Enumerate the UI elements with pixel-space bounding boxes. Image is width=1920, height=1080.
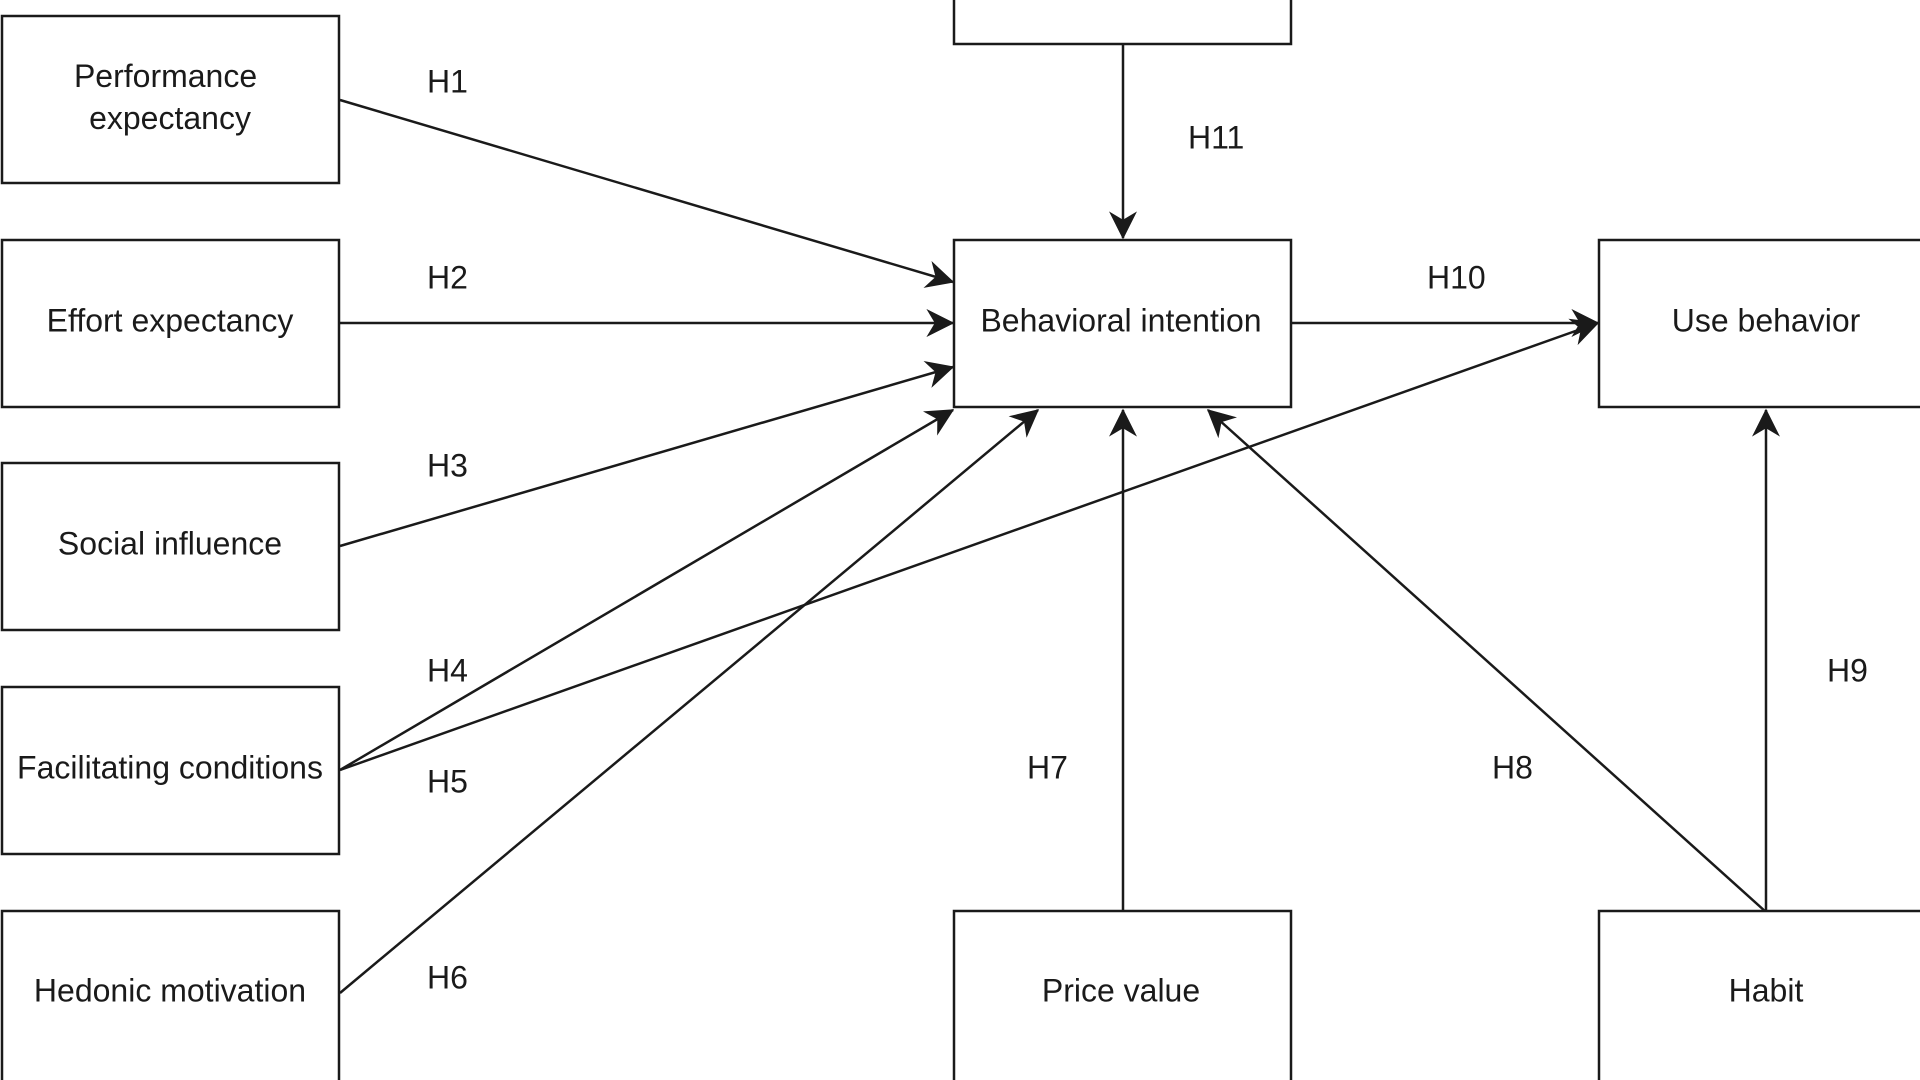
node-performance-expectancy: Performance expectancy — [0, 14, 341, 185]
node-habit-label: Habit — [1729, 972, 1804, 1008]
label-h1: H1 — [427, 63, 468, 99]
node-effort-expectancy: Effort expectancy — [0, 238, 341, 409]
node-effort-expectancy-label: Effort expectancy — [47, 302, 294, 338]
node-price-value-label: Price value — [1042, 972, 1200, 1008]
node-hedonic-motivation: Hedonic motivation — [0, 909, 341, 1080]
node-facilitating-conditions-label: Facilitating conditions — [17, 749, 323, 785]
edge-h3-social-to-intention — [339, 361, 955, 548]
node-use-behavior: Use behavior — [1597, 238, 1920, 409]
node-use-behavior-box — [1597, 238, 1920, 409]
node-habit: Habit — [1597, 909, 1920, 1080]
node-use-behavior-label: Use behavior — [1672, 302, 1861, 338]
node-performance-expectancy-line-2: expectancy — [89, 100, 251, 136]
edge-h8-habit-to-intention — [1206, 409, 1767, 913]
node-performance-expectancy-line-1: Performance — [74, 58, 257, 94]
node-social-influence-box — [0, 461, 341, 632]
node-experience — [952, 0, 1293, 46]
node-social-influence: Social influence — [0, 461, 341, 632]
node-hedonic-motivation-box — [0, 909, 341, 1080]
node-performance-expectancy-box — [0, 14, 341, 185]
label-h3: H3 — [427, 447, 468, 483]
node-habit-box — [1597, 909, 1920, 1080]
label-h5: H5 — [427, 763, 468, 799]
label-h9: H9 — [1827, 652, 1868, 688]
node-price-value-box — [952, 909, 1293, 1080]
label-h10: H10 — [1427, 259, 1486, 295]
label-h8: H8 — [1492, 749, 1533, 785]
node-experience-box — [952, 0, 1293, 46]
node-hedonic-motivation-label: Hedonic motivation — [34, 972, 306, 1008]
label-h2: H2 — [427, 259, 468, 295]
node-facilitating-conditions: Facilitating conditions — [0, 685, 341, 856]
label-h4: H4 — [427, 652, 468, 688]
label-h6: H6 — [427, 959, 468, 995]
node-effort-expectancy-box — [0, 238, 341, 409]
node-facilitating-conditions-box — [0, 685, 341, 856]
node-behavioral-intention-label: Behavioral intention — [980, 302, 1261, 338]
edge-h5-facilitating-to-use — [339, 318, 1600, 772]
edges — [339, 44, 1780, 994]
node-social-influence-label: Social influence — [58, 525, 282, 561]
edge-h4-facilitating-to-intention — [339, 408, 955, 772]
label-h11: H11 — [1188, 119, 1244, 155]
label-h7: H7 — [1027, 749, 1068, 785]
node-behavioral-intention-box — [952, 238, 1293, 409]
edge-h1-performance-to-intention — [339, 98, 955, 288]
node-price-value: Price value — [952, 909, 1293, 1080]
node-behavioral-intention: Behavioral intention — [952, 238, 1293, 409]
node-performance-expectancy-label: Performance expectancy — [74, 58, 266, 136]
edge-h6-hedonic-to-intention — [339, 409, 1040, 994]
hypothesis-labels: H1 H2 H3 H4 H5 H6 H7 H8 H9 H10 H11 — [427, 63, 1868, 995]
